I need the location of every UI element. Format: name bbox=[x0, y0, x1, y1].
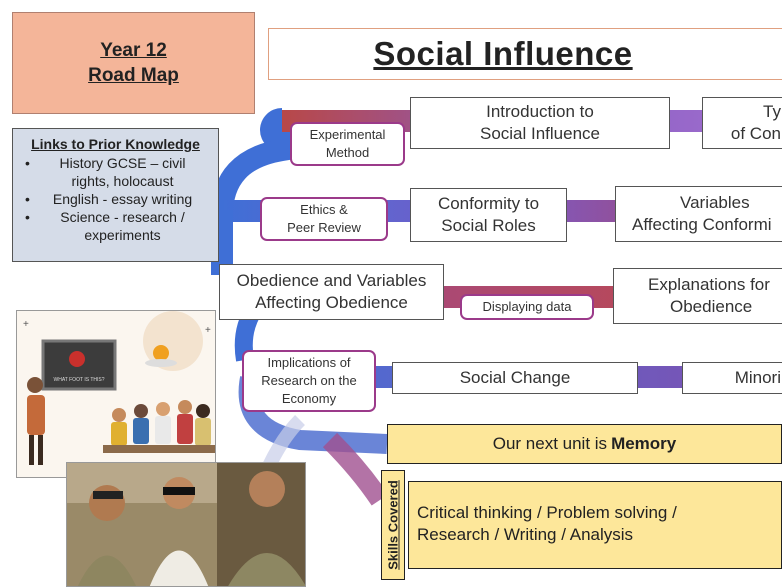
topic-minority-influence: Minori bbox=[682, 362, 782, 394]
prior-knowledge-panel: Links to Prior Knowledge History GCSE – … bbox=[12, 128, 219, 262]
topic-intro-social-influence: Introduction to Social Influence bbox=[410, 97, 670, 149]
displaying-data-skill: Displaying data bbox=[460, 294, 594, 320]
year-roadmap-header: Year 12 Road Map bbox=[12, 12, 255, 114]
historical-photo bbox=[66, 462, 306, 587]
next-unit-banner: Our next unit is Memory bbox=[387, 424, 782, 464]
topic-explanations-obedience: Explanations for Obedience bbox=[613, 268, 782, 324]
year-label: Year 12 bbox=[100, 40, 167, 61]
skills-covered-panel: Critical thinking / Problem solving / Re… bbox=[408, 481, 782, 569]
classroom-illustration: WHAT FOOT IS THIS? + + bbox=[16, 310, 216, 478]
next-unit-prefix: Our next unit is bbox=[492, 434, 608, 453]
skills-covered-label: Skills Covered bbox=[385, 480, 401, 570]
prior-knowledge-heading: Links to Prior Knowledge bbox=[31, 136, 200, 152]
prior-knowledge-item: English - essay writing bbox=[23, 190, 212, 208]
page-title-box: Social Influence bbox=[268, 28, 782, 80]
next-unit-name: Memory bbox=[611, 434, 677, 453]
photo-drawing bbox=[67, 463, 305, 586]
topic-obedience-variables: Obedience and Variables Affecting Obedie… bbox=[219, 264, 444, 320]
classroom-drawing: WHAT FOOT IS THIS? + + bbox=[17, 311, 215, 477]
orange-icon bbox=[153, 345, 169, 361]
experimental-method-skill: Experimental Method bbox=[290, 122, 405, 166]
topic-conformity-social-roles: Conformity to Social Roles bbox=[410, 188, 567, 242]
topic-social-change: Social Change bbox=[392, 362, 638, 394]
prior-knowledge-item: Science - research / experiments bbox=[23, 208, 212, 244]
prior-knowledge-item: History GCSE – civil rights, holocaust bbox=[23, 154, 212, 190]
roadmap-label: Road Map bbox=[88, 65, 179, 86]
ethics-peer-review-skill: Ethics & Peer Review bbox=[260, 197, 388, 241]
topic-types-of-conformity: Ty of Con bbox=[702, 97, 782, 149]
svg-text:+: + bbox=[23, 319, 29, 330]
board-caption: WHAT FOOT IS THIS? bbox=[53, 377, 104, 383]
page-title: Social Influence bbox=[373, 35, 633, 72]
skills-line: Critical thinking / Problem solving / bbox=[417, 503, 677, 522]
apple-icon bbox=[69, 351, 85, 367]
svg-text:+: + bbox=[205, 325, 211, 336]
skills-covered-tab: Skills Covered bbox=[381, 470, 405, 580]
implications-economy-skill: Implications of Research on the Economy bbox=[242, 350, 376, 412]
topic-variables-conformity: Variables Affecting Conformi bbox=[615, 186, 782, 242]
skills-line: Research / Writing / Analysis bbox=[417, 525, 634, 544]
